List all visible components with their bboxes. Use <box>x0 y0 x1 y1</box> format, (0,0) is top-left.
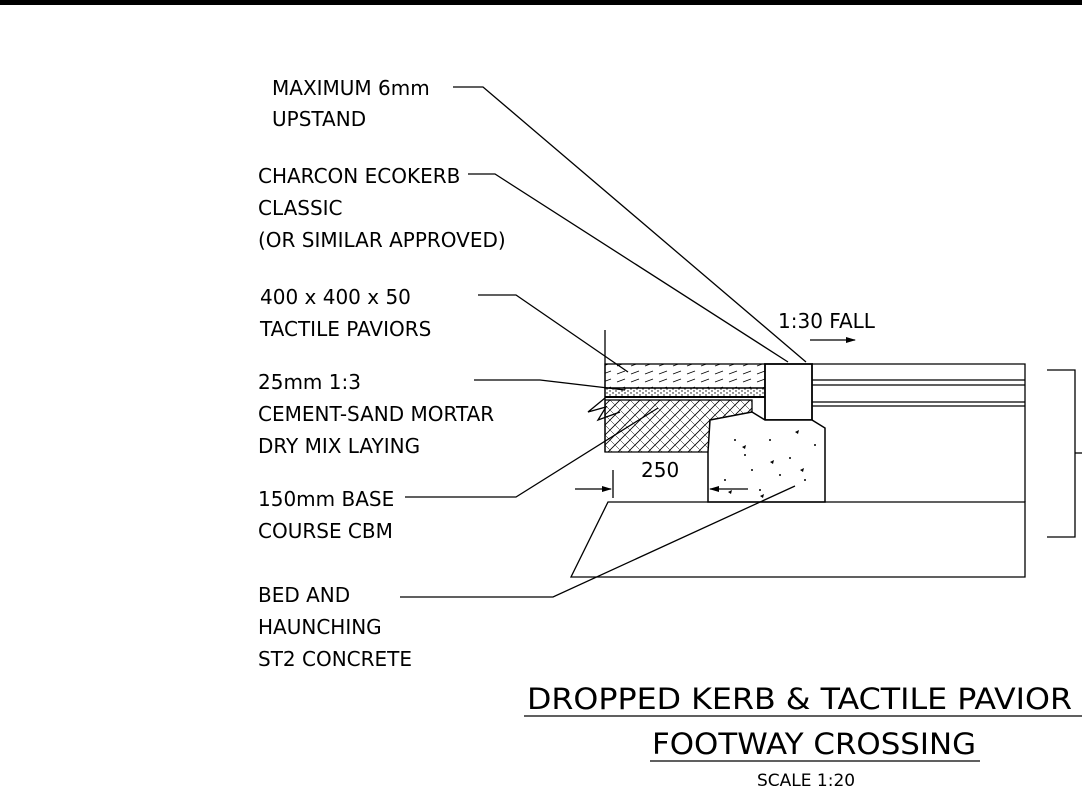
label-bed: BED AND HAUNCHING ST2 CONCRETE <box>258 583 412 671</box>
mortar-layer <box>604 387 766 398</box>
title-line-2: FOOTWAY CROSSING <box>652 727 976 761</box>
fall-label: 1:30 FALL <box>778 309 876 333</box>
label-mortar: 25mm 1:3 CEMENT-SAND MORTAR DRY MIX LAYI… <box>258 370 501 458</box>
fall-indicator: 1:30 FALL <box>778 309 876 343</box>
label-kerb: CHARCON ECOKERB CLASSIC (OR SIMILAR APPR… <box>258 164 506 252</box>
sub-base-slab <box>569 501 1026 578</box>
kerb-unit <box>764 363 813 421</box>
title-scale: SCALE 1:20 <box>757 771 855 788</box>
label-paviors: 400 x 400 x 50 TACTILE PAVIORS <box>259 285 431 341</box>
dimension-250: 250 <box>575 458 748 498</box>
title-line-1: DROPPED KERB & TACTILE PAVIOR <box>527 682 1072 716</box>
leader-lines <box>400 86 807 598</box>
frame-top-border <box>0 0 1082 5</box>
drawing-title: DROPPED KERB & TACTILE PAVIOR FOOTWAY CR… <box>524 682 1082 788</box>
tactile-pavior-layer <box>604 363 766 389</box>
concrete-bed <box>707 411 826 503</box>
callout-labels: MAXIMUM 6mm UPSTAND CHARCON ECOKERB CLAS… <box>258 76 506 671</box>
label-base: 150mm BASE COURSE CBM <box>258 487 401 543</box>
kerb-section <box>569 330 1082 578</box>
dimension-label: 250 <box>641 458 679 482</box>
label-upstand: MAXIMUM 6mm UPSTAND <box>272 76 436 131</box>
concrete-speckle <box>724 430 816 498</box>
